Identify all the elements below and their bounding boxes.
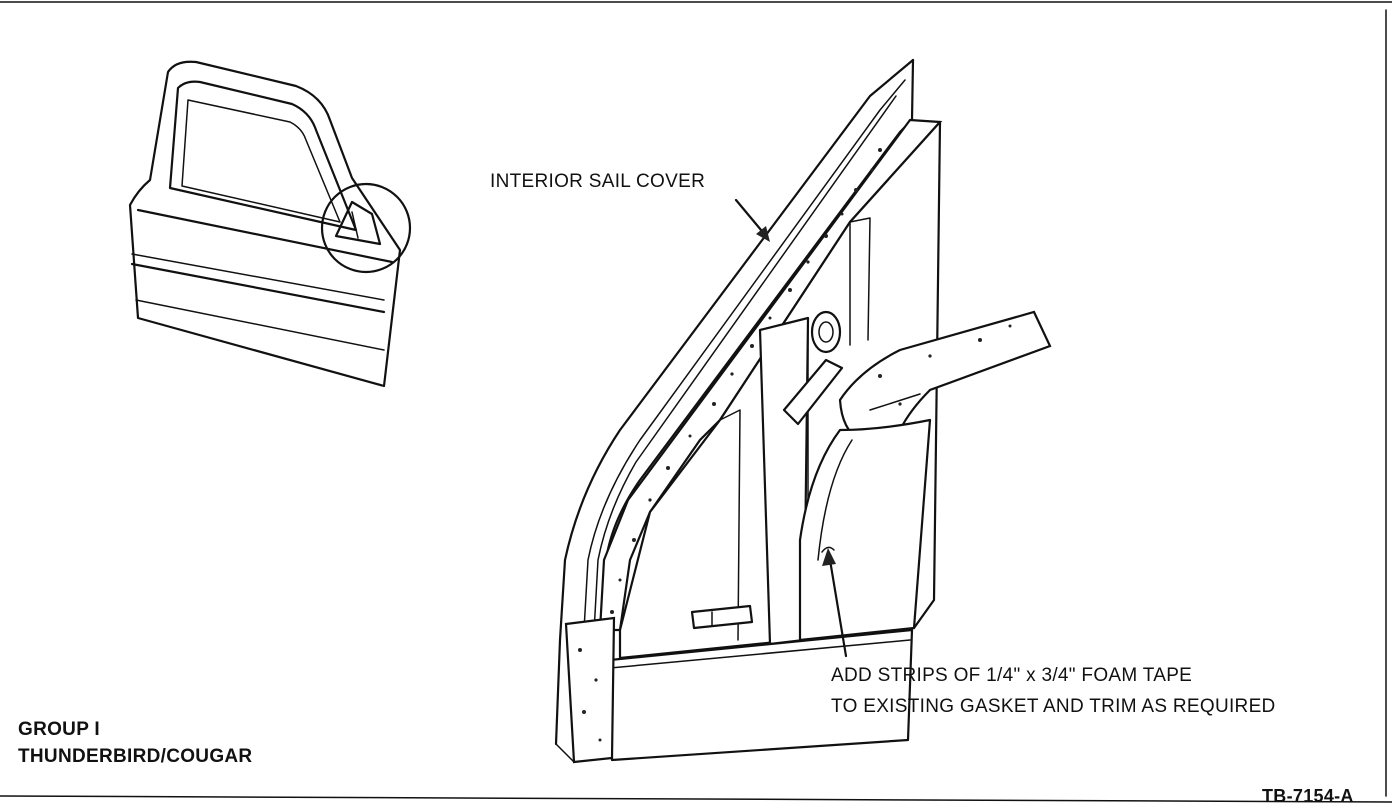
door-window-inner — [181, 99, 341, 223]
vehicle-label: THUNDERBIRD/COUGAR — [18, 746, 253, 767]
sail-cover-label: INTERIOR SAIL COVER — [490, 171, 706, 192]
mounting-tab — [782, 358, 844, 426]
door-lower-crease — [135, 299, 385, 351]
foam-tape-label-line1: ADD STRIPS OF 1/4" x 3/4" FOAM TAPE — [831, 665, 1193, 686]
clip-grommet — [810, 310, 842, 354]
figure-code-label: TB-7154-A — [1262, 786, 1354, 806]
door-belt-line — [136, 208, 394, 264]
door-molding-bottom — [130, 262, 386, 314]
sail-cover-leader — [734, 198, 770, 242]
pillar-outer-edge — [554, 58, 915, 746]
door-handle — [690, 604, 754, 630]
door-window-opening — [168, 80, 358, 232]
trim-curve — [798, 418, 932, 642]
door-outer-frame — [128, 60, 402, 388]
bottom-border-line — [0, 795, 1392, 803]
door-molding-top — [131, 253, 385, 301]
detail-callout-circle — [320, 182, 412, 274]
foam-texture — [578, 148, 1012, 742]
overview-door — [128, 60, 412, 388]
lower-foam-block — [564, 616, 616, 764]
detail-callout-sail — [334, 200, 382, 246]
foam-tape-leader — [821, 546, 848, 658]
enlarged-sail-view — [554, 58, 1052, 764]
group-label: GROUP I — [18, 719, 100, 740]
foam-tape-label-line2: TO EXISTING GASKET AND TRIM AS REQUIRED — [831, 696, 1276, 717]
